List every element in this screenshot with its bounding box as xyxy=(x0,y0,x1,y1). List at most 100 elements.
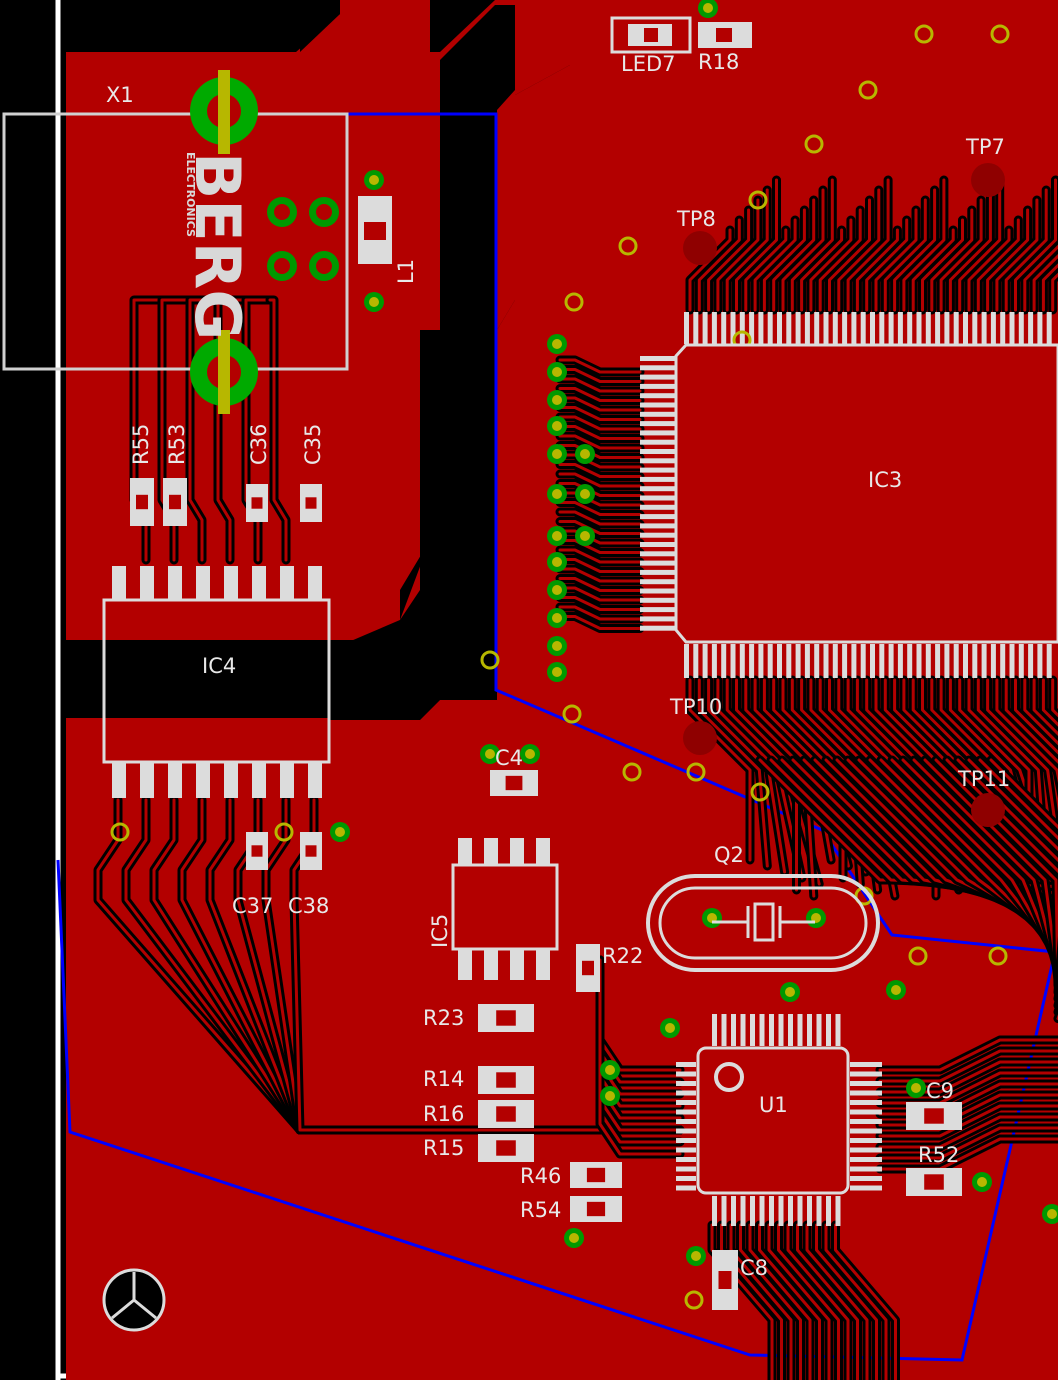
ic3-pin-top xyxy=(739,312,745,344)
ic3-pin-left xyxy=(640,393,676,399)
via-core xyxy=(552,421,562,431)
ic4-pin-top xyxy=(308,566,322,600)
trace xyxy=(878,1115,1058,1149)
via-core xyxy=(580,449,590,459)
pad-layer xyxy=(112,312,1052,1310)
ic4-pin-bottom xyxy=(280,762,294,798)
trace xyxy=(1051,272,1058,312)
trace xyxy=(878,1104,1058,1138)
label-tp7: TP7 xyxy=(965,135,1005,159)
ic3-pin-bottom xyxy=(795,644,801,678)
u1-outline xyxy=(696,1046,850,1195)
via-core xyxy=(552,585,562,595)
ic3-pin-left xyxy=(640,504,676,510)
u1-pin-right xyxy=(850,1119,882,1124)
ic3-pin-bottom xyxy=(814,644,820,678)
trace xyxy=(995,678,1058,784)
trace xyxy=(558,558,642,573)
ic3-pin-top xyxy=(851,312,857,344)
trace xyxy=(930,208,974,312)
ic3-pin-left xyxy=(640,625,676,631)
trace xyxy=(697,678,769,868)
via-core xyxy=(369,297,379,307)
u1-pin-top xyxy=(731,1014,736,1046)
ic3-pin-top xyxy=(702,312,708,344)
trace xyxy=(772,198,816,312)
trace xyxy=(729,1223,793,1380)
via-core xyxy=(552,641,562,651)
ic3-pin-top xyxy=(888,312,894,344)
ic3-pin-bottom xyxy=(897,644,903,678)
ic3-pin-left xyxy=(640,616,676,622)
label-r16: R16 xyxy=(423,1102,464,1126)
ic3-pin-left xyxy=(640,449,676,454)
via-core xyxy=(891,985,901,995)
trace xyxy=(558,396,642,412)
trace xyxy=(735,178,778,312)
label-tp8: TP8 xyxy=(676,207,716,231)
u1-pin-right xyxy=(850,1109,882,1115)
ic3-pin-top xyxy=(842,312,848,344)
ic3-pin-left xyxy=(640,597,676,603)
trace xyxy=(986,208,1030,312)
x1-hole-mark-top xyxy=(218,70,230,154)
smd-center xyxy=(496,1010,516,1026)
ic3-pin-top xyxy=(711,312,717,344)
ic3-pin-bottom xyxy=(1000,644,1006,678)
trace xyxy=(744,678,816,898)
label-x1: X1 xyxy=(106,83,134,107)
via-core xyxy=(977,1177,987,1187)
label-ic4: IC4 xyxy=(202,654,236,678)
ic4-pin-top xyxy=(224,566,238,600)
ic3-pin-top xyxy=(786,312,792,344)
via-core xyxy=(335,827,345,837)
label-r46: R46 xyxy=(520,1164,561,1188)
smd-center xyxy=(505,775,523,791)
via-core xyxy=(552,531,562,541)
trace xyxy=(716,678,804,880)
trace xyxy=(753,218,797,312)
trace xyxy=(967,228,1011,312)
ic3-pin-top xyxy=(721,312,727,344)
u1-pin-bottom xyxy=(778,1196,784,1226)
ic4-pin-top xyxy=(280,566,294,600)
trace xyxy=(268,298,288,562)
ic5-pin-top xyxy=(458,838,472,866)
ic3-pin-top xyxy=(1018,312,1024,344)
u1-pin-top xyxy=(769,1014,774,1046)
via xyxy=(480,650,500,670)
u1-pin-left xyxy=(676,1081,696,1086)
u1-pin-left xyxy=(676,1119,696,1124)
l1-inductor-body xyxy=(364,222,386,240)
label-r22: R22 xyxy=(602,944,643,968)
ic3-pin-bottom xyxy=(944,644,950,678)
ic3-pin-top xyxy=(935,312,941,344)
ic4-pin-bottom xyxy=(196,762,210,798)
trace xyxy=(1032,678,1058,737)
ic3-pin-bottom xyxy=(1009,644,1015,678)
ic4-pin-top xyxy=(112,566,126,600)
led7-outline xyxy=(610,16,692,54)
ic3-pin-bottom xyxy=(851,644,857,678)
trace xyxy=(967,758,1058,1007)
ic3-pin-left xyxy=(640,542,676,547)
u1-pin-top xyxy=(807,1014,812,1046)
via-core xyxy=(552,557,562,567)
label-r23: R23 xyxy=(423,1006,464,1030)
ic4-pin-top xyxy=(252,566,266,600)
ic3-pin-left xyxy=(640,560,676,566)
label-r52: R52 xyxy=(918,1143,959,1167)
trace xyxy=(796,1223,859,1380)
ic3-pin-left xyxy=(640,551,676,557)
trace xyxy=(558,596,642,611)
trace xyxy=(707,678,787,874)
ic3-pin-left xyxy=(640,569,676,575)
u1-pin-bottom xyxy=(769,1196,774,1226)
u1-pin-bottom xyxy=(816,1196,822,1226)
x1-signal-pad-hole xyxy=(274,258,290,274)
via xyxy=(914,24,934,44)
u1-pin-right xyxy=(850,1138,882,1143)
ic3-pin-bottom xyxy=(758,644,764,678)
u1-pin-top xyxy=(797,1014,803,1046)
